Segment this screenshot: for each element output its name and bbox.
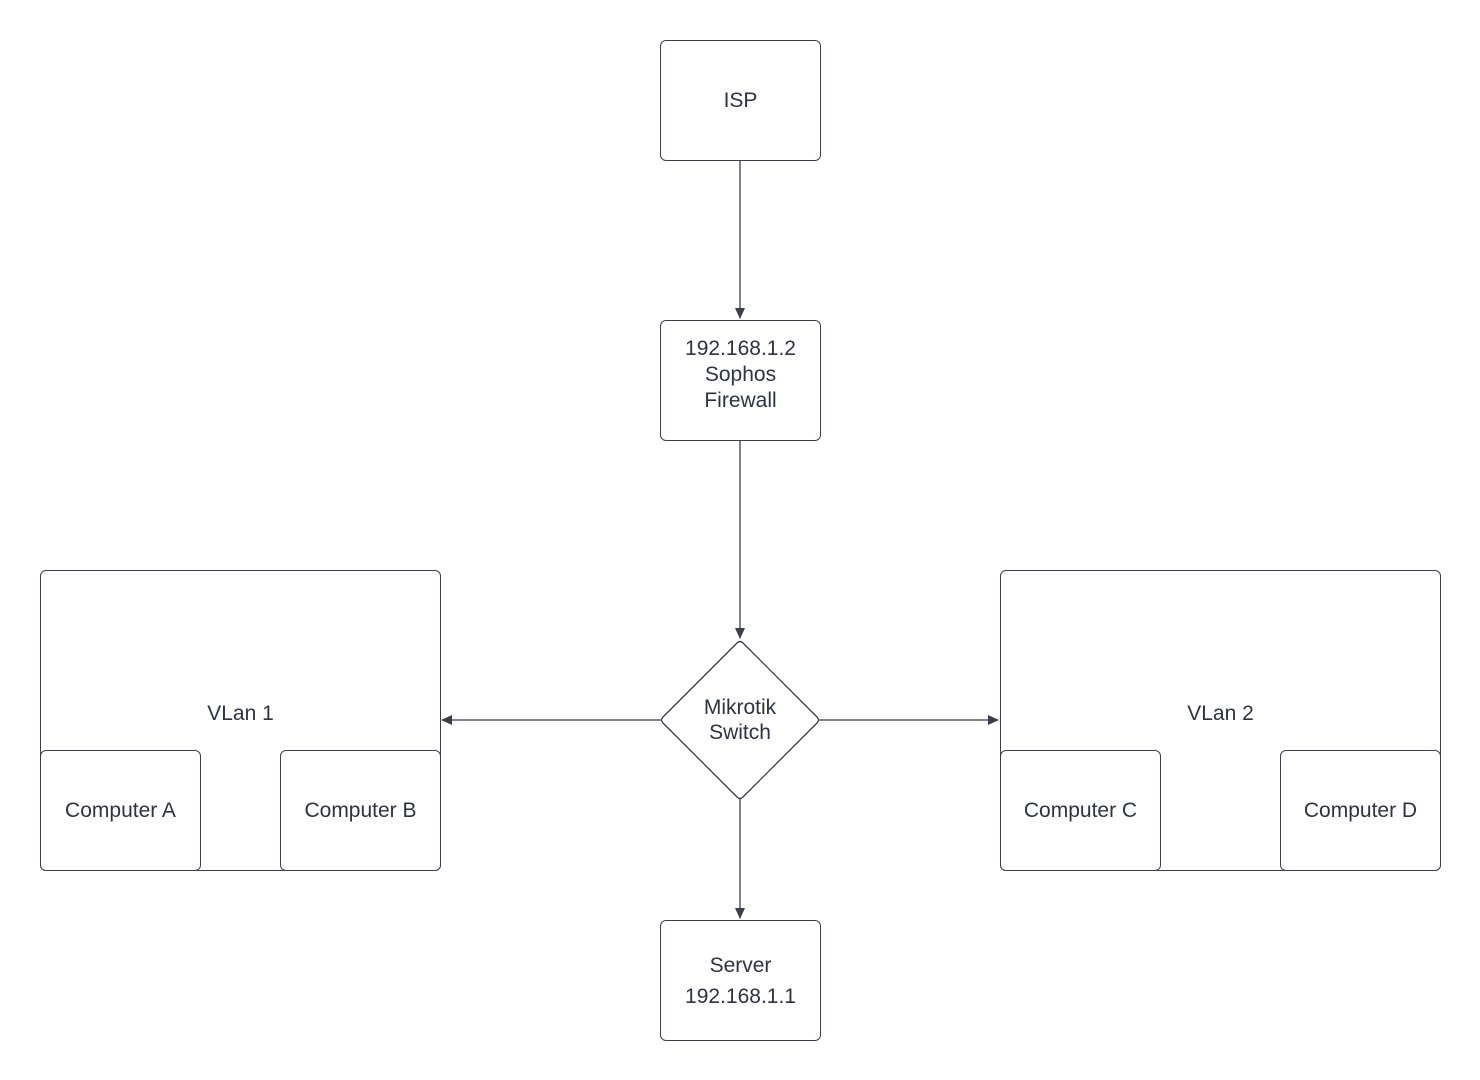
server-label: Server: [709, 953, 772, 977]
server-text: Server 192.168.1.1: [685, 950, 796, 1012]
isp-node[interactable]: ISP: [660, 40, 821, 161]
firewall-ip: 192.168.1.2: [685, 336, 796, 360]
computer-a-node[interactable]: Computer A: [40, 750, 201, 871]
firewall-node[interactable]: 192.168.1.2 Sophos Firewall: [660, 320, 821, 441]
firewall-text: 192.168.1.2 Sophos Firewall: [685, 336, 796, 414]
vlan-1-group[interactable]: VLan 1 Computer A Computer B: [40, 570, 441, 871]
isp-label: ISP: [723, 88, 758, 112]
switch-diamond[interactable]: [660, 640, 820, 800]
vlan-2-label: VLan 2: [1187, 702, 1254, 725]
computer-b-node[interactable]: Computer B: [280, 750, 441, 871]
computer-c-node[interactable]: Computer C: [1000, 750, 1161, 871]
computer-c-label: Computer C: [1023, 798, 1138, 822]
server-node[interactable]: Server 192.168.1.1: [660, 920, 821, 1041]
computer-d-node[interactable]: Computer D: [1280, 750, 1441, 871]
firewall-type: Firewall: [704, 388, 777, 412]
vlan-1-label: VLan 1: [207, 702, 274, 725]
computer-a-label: Computer A: [65, 798, 176, 822]
firewall-vendor: Sophos: [704, 362, 777, 386]
server-ip: 192.168.1.1: [685, 984, 796, 1008]
computer-b-label: Computer B: [304, 798, 417, 822]
computer-d-label: Computer D: [1303, 798, 1418, 822]
vlan-2-group[interactable]: VLan 2 Computer C Computer D: [1000, 570, 1441, 871]
